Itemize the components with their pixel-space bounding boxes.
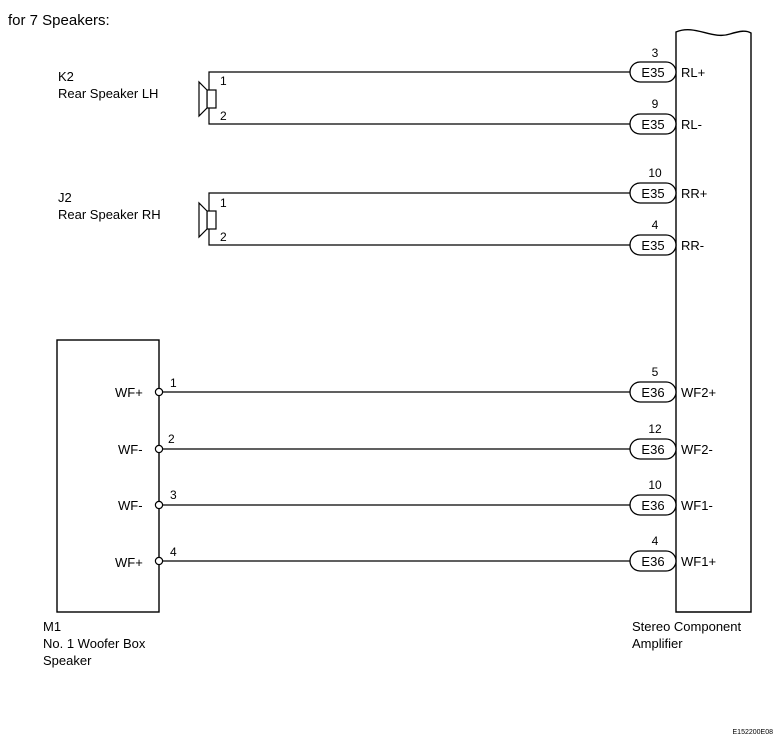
amplifier-name-line1: Stereo Component [632, 619, 742, 634]
terminal-dot [154, 387, 164, 397]
amp-connector-code: E36 [641, 554, 664, 569]
woofer-terminal-1: WF+ 1 [115, 376, 630, 400]
rear-speaker-rh-pin2: 2 [220, 230, 227, 244]
wire-rl-minus [208, 108, 630, 125]
amp-signal-name: WF1- [681, 498, 713, 513]
woofer-terminal-pin: 4 [170, 545, 177, 559]
amp-connection-wf2-plus: 5 E36 WF2+ [629, 365, 716, 403]
amp-signal-name: WF2+ [681, 385, 716, 400]
woofer-terminal-3: WF- 3 [118, 488, 630, 513]
amp-pin-number: 12 [648, 422, 662, 436]
amplifier-name-line2: Amplifier [632, 636, 683, 651]
connector-pill [629, 494, 677, 516]
amp-connection-wf1-minus: 10 E36 WF1- [629, 478, 713, 516]
woofer-terminal-label: WF- [118, 498, 143, 513]
amp-connection-wf2-minus: 12 E36 WF2- [629, 422, 713, 460]
woofer-name-line2: Speaker [43, 653, 92, 668]
woofer-box [56, 339, 160, 613]
amp-connection-rl-minus: 9 E35 RL- [629, 97, 702, 135]
rear-speaker-rh: J2 Rear Speaker RH 1 2 [58, 190, 227, 244]
amp-signal-name: WF2- [681, 442, 713, 457]
amp-pin-number: 4 [652, 534, 659, 548]
wire-rr-minus [208, 229, 630, 246]
amp-connection-rr-plus: 10 E35 RR+ [629, 166, 707, 204]
rear-speaker-lh: K2 Rear Speaker LH 1 2 [58, 69, 227, 123]
woofer-code: M1 [43, 619, 61, 634]
woofer-terminal-label: WF+ [115, 555, 143, 570]
amp-pin-number: 4 [652, 218, 659, 232]
woofer-terminal-label: WF- [118, 442, 143, 457]
wire-rr-plus [208, 192, 630, 211]
amp-connection-wf1-plus: 4 E36 WF1+ [629, 534, 716, 572]
amp-connection-rr-minus: 4 E35 RR- [629, 218, 704, 256]
speaker-icon [198, 80, 217, 118]
amp-connector-code: E35 [641, 186, 664, 201]
rear-speaker-rh-pin1: 1 [220, 196, 227, 210]
wire-rl-plus [208, 71, 630, 90]
amp-signal-name: RR- [681, 238, 704, 253]
amp-signal-name: RL+ [681, 65, 705, 80]
rear-speaker-lh-pin2: 2 [220, 109, 227, 123]
connector-pill [629, 438, 677, 460]
woofer-terminal-pin: 3 [170, 488, 177, 502]
amp-signal-name: RL- [681, 117, 702, 132]
amp-connector-code: E35 [641, 238, 664, 253]
amp-pin-number: 9 [652, 97, 659, 111]
terminal-dot [154, 556, 164, 566]
speaker-icon [198, 201, 217, 239]
rear-speaker-rh-name: Rear Speaker RH [58, 207, 161, 222]
amp-pin-number: 10 [648, 478, 662, 492]
connector-pill [629, 61, 677, 83]
amp-pin-number: 5 [652, 365, 659, 379]
connector-pill [629, 550, 677, 572]
amp-pin-number: 10 [648, 166, 662, 180]
amp-connector-code: E35 [641, 65, 664, 80]
amp-connector-code: E36 [641, 498, 664, 513]
terminal-dot [154, 500, 164, 510]
woofer-terminal-pin: 1 [170, 376, 177, 390]
connector-pill [629, 113, 677, 135]
rear-speaker-rh-code: J2 [58, 190, 72, 205]
rear-speaker-lh-code: K2 [58, 69, 74, 84]
woofer-terminal-2: WF- 2 [118, 432, 630, 457]
image-code: E152200E08 [733, 729, 774, 736]
terminal-dot [154, 444, 164, 454]
woofer-terminal-4: WF+ 4 [115, 545, 630, 570]
connector-pill [629, 234, 677, 256]
connector-pill [629, 182, 677, 204]
connector-pill [629, 381, 677, 403]
amp-pin-number: 3 [652, 46, 659, 60]
amp-connector-code: E36 [641, 385, 664, 400]
woofer-terminal-pin: 2 [168, 432, 175, 446]
amp-signal-name: RR+ [681, 186, 707, 201]
amp-connector-code: E35 [641, 117, 664, 132]
rear-speaker-lh-name: Rear Speaker LH [58, 86, 158, 101]
woofer-terminal-label: WF+ [115, 385, 143, 400]
amp-connector-code: E36 [641, 442, 664, 457]
amp-connection-rl-plus: 3 E35 RL+ [629, 46, 705, 83]
amplifier-box [675, 29, 752, 613]
woofer-name-line1: No. 1 Woofer Box [43, 636, 146, 651]
amp-signal-name: WF1+ [681, 554, 716, 569]
rear-speaker-lh-pin1: 1 [220, 74, 227, 88]
diagram-caption: for 7 Speakers: [8, 12, 110, 29]
